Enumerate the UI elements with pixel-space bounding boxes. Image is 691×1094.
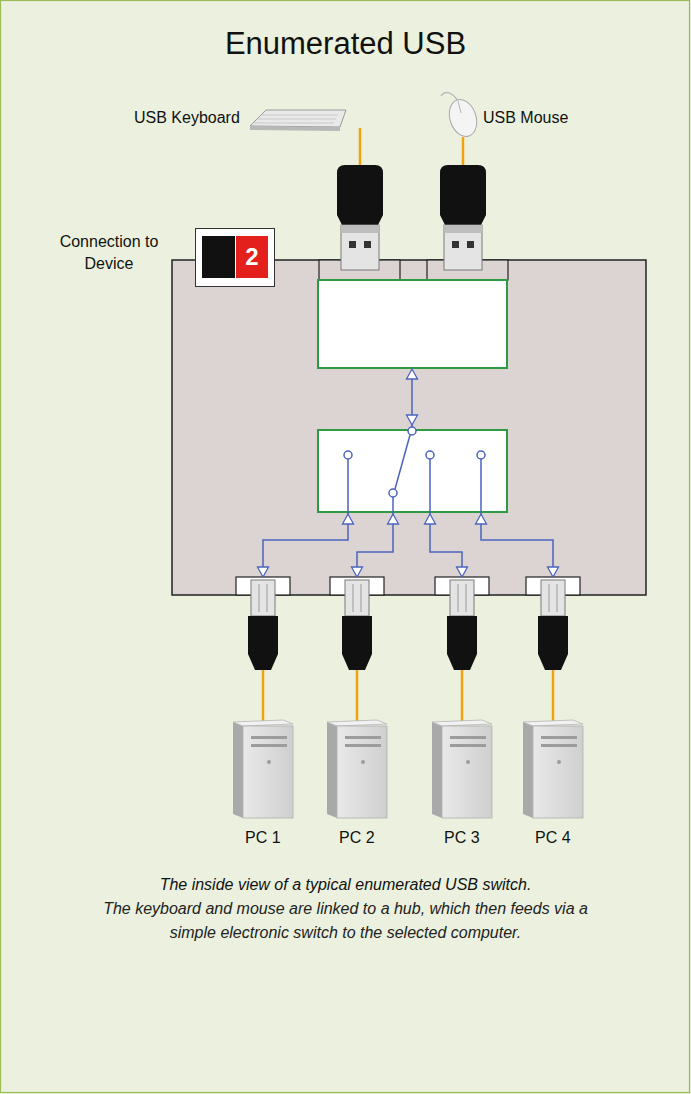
node-label: USB Mouse: [483, 107, 568, 129]
node-label: USB Keyboard: [134, 107, 240, 129]
switch-box: [318, 430, 507, 512]
node-label: PC 4: [535, 827, 571, 849]
pc-tower: [233, 720, 293, 818]
switch-contact-part: [426, 451, 434, 459]
cable-part: [356, 668, 359, 722]
pc-label: PC 1: [245, 827, 281, 849]
mouse-icon-part: [445, 96, 481, 140]
signal-wire-part: [481, 459, 553, 570]
arrowhead-part: [548, 567, 559, 577]
port-indicator: Connection to Device2: [195, 228, 275, 287]
signal-wire: [263, 370, 553, 570]
mouse-icon-part: [458, 101, 461, 113]
arrowhead-part: [425, 514, 436, 524]
cable-part: [461, 668, 464, 722]
signal-wire-part: [430, 459, 462, 570]
mouse-icon: [441, 93, 481, 141]
title: Enumerated USB: [0, 26, 691, 62]
usb-plug: [248, 580, 278, 670]
pc-label: PC 3: [444, 827, 480, 849]
cable-part: [462, 137, 465, 168]
keyboard-icon-part: [250, 126, 340, 131]
hub-box: [318, 280, 507, 368]
switch-contact-part: [408, 427, 416, 435]
arrowhead-part: [388, 514, 399, 524]
pc-label: PC 4: [535, 827, 571, 849]
arrowhead-part: [352, 567, 363, 577]
pc-label: PC 2: [339, 827, 375, 849]
cable-part: [359, 128, 362, 168]
caption-note: The keyboard and mouse are linked to a h…: [100, 897, 591, 945]
device-label: USB Mouse: [483, 107, 568, 129]
usb-plug: [447, 580, 477, 670]
arrowhead: [258, 369, 559, 577]
pc-tower: [432, 720, 492, 818]
signal-wire-part: [263, 459, 348, 570]
usb-plug: [440, 165, 486, 270]
node-label: Connection to Device: [53, 231, 165, 275]
switch-contact: [344, 427, 485, 497]
arrowhead-part: [476, 514, 487, 524]
usb-plug: [337, 165, 383, 270]
switch-contact-part: [344, 451, 352, 459]
usb-plug: [342, 580, 372, 670]
node-label: PC 3: [444, 827, 480, 849]
port-number: 2: [245, 245, 258, 269]
pc-tower: [523, 720, 583, 818]
cable-part: [552, 668, 555, 722]
signal-wire-part: [357, 497, 393, 570]
keyboard-icon-part-part: [258, 119, 336, 120]
arrowhead-part: [407, 369, 418, 379]
indicator-dark: [202, 236, 235, 278]
arrowhead-part: [343, 514, 354, 524]
keyboard-icon: [250, 110, 346, 131]
keyboard-icon-part: [254, 115, 338, 123]
node-label: PC 1: [245, 827, 281, 849]
pc-tower: [327, 720, 387, 818]
caption: The inside view of a typical enumerated …: [0, 873, 691, 897]
arrowhead-part: [457, 567, 468, 577]
switch-contact-part: [389, 489, 397, 497]
arrowhead-part: [258, 567, 269, 577]
mouse-icon-part: [441, 93, 458, 101]
node-label: PC 2: [339, 827, 375, 849]
device-label: USB Keyboard: [134, 107, 240, 129]
indicator-lit: 2: [236, 236, 268, 278]
keyboard-icon-part-part: [254, 123, 334, 124]
cable-part: [262, 668, 265, 722]
keyboard-icon-part-part: [262, 115, 338, 116]
signal-wire-part: [395, 435, 410, 489]
switch-contact-part: [477, 451, 485, 459]
keyboard-icon-part: [250, 110, 346, 127]
switch-housing: [172, 260, 646, 595]
arrowhead-part: [407, 415, 418, 425]
usb-plug: [538, 580, 568, 670]
